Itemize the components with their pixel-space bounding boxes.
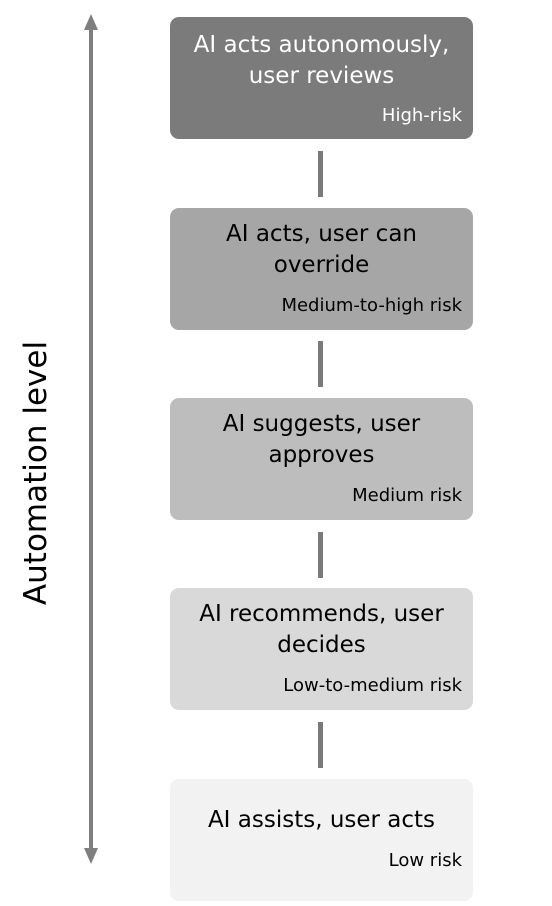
level-title-line1: AI assists, user acts bbox=[207, 807, 436, 833]
level-box-suggests: AI suggests, user approves Medium risk bbox=[170, 398, 473, 520]
risk-label: Low-to-medium risk bbox=[283, 675, 462, 696]
level-title-line2: approves bbox=[268, 442, 375, 468]
risk-label: Medium-to-high risk bbox=[281, 295, 462, 316]
connector-line bbox=[318, 151, 323, 197]
level-title-line1: AI acts autonomously, bbox=[193, 32, 450, 58]
level-title-line2: user reviews bbox=[248, 63, 395, 89]
level-title-line1: AI recommends, user bbox=[199, 601, 444, 627]
axis-label: Automation level bbox=[18, 340, 54, 606]
level-title-line2: decides bbox=[277, 632, 366, 658]
level-title-line2: override bbox=[273, 252, 370, 278]
connector-line bbox=[318, 532, 323, 578]
level-title-line1: AI suggests, user bbox=[222, 411, 421, 437]
level-box-override: AI acts, user can override Medium-to-hig… bbox=[170, 208, 473, 330]
level-box-recommends: AI recommends, user decides Low-to-mediu… bbox=[170, 588, 473, 710]
automation-axis-arrow-icon bbox=[84, 14, 98, 864]
connector-line bbox=[318, 341, 323, 387]
level-box-autonomous: AI acts autonomously, user reviews High-… bbox=[170, 17, 473, 139]
level-box-assists: AI assists, user acts Low risk bbox=[170, 779, 473, 901]
connector-line bbox=[318, 722, 323, 768]
risk-label: Low risk bbox=[388, 850, 462, 871]
level-title-line1: AI acts, user can bbox=[226, 221, 417, 247]
risk-label: High-risk bbox=[381, 105, 462, 126]
risk-label: Medium risk bbox=[352, 485, 462, 506]
